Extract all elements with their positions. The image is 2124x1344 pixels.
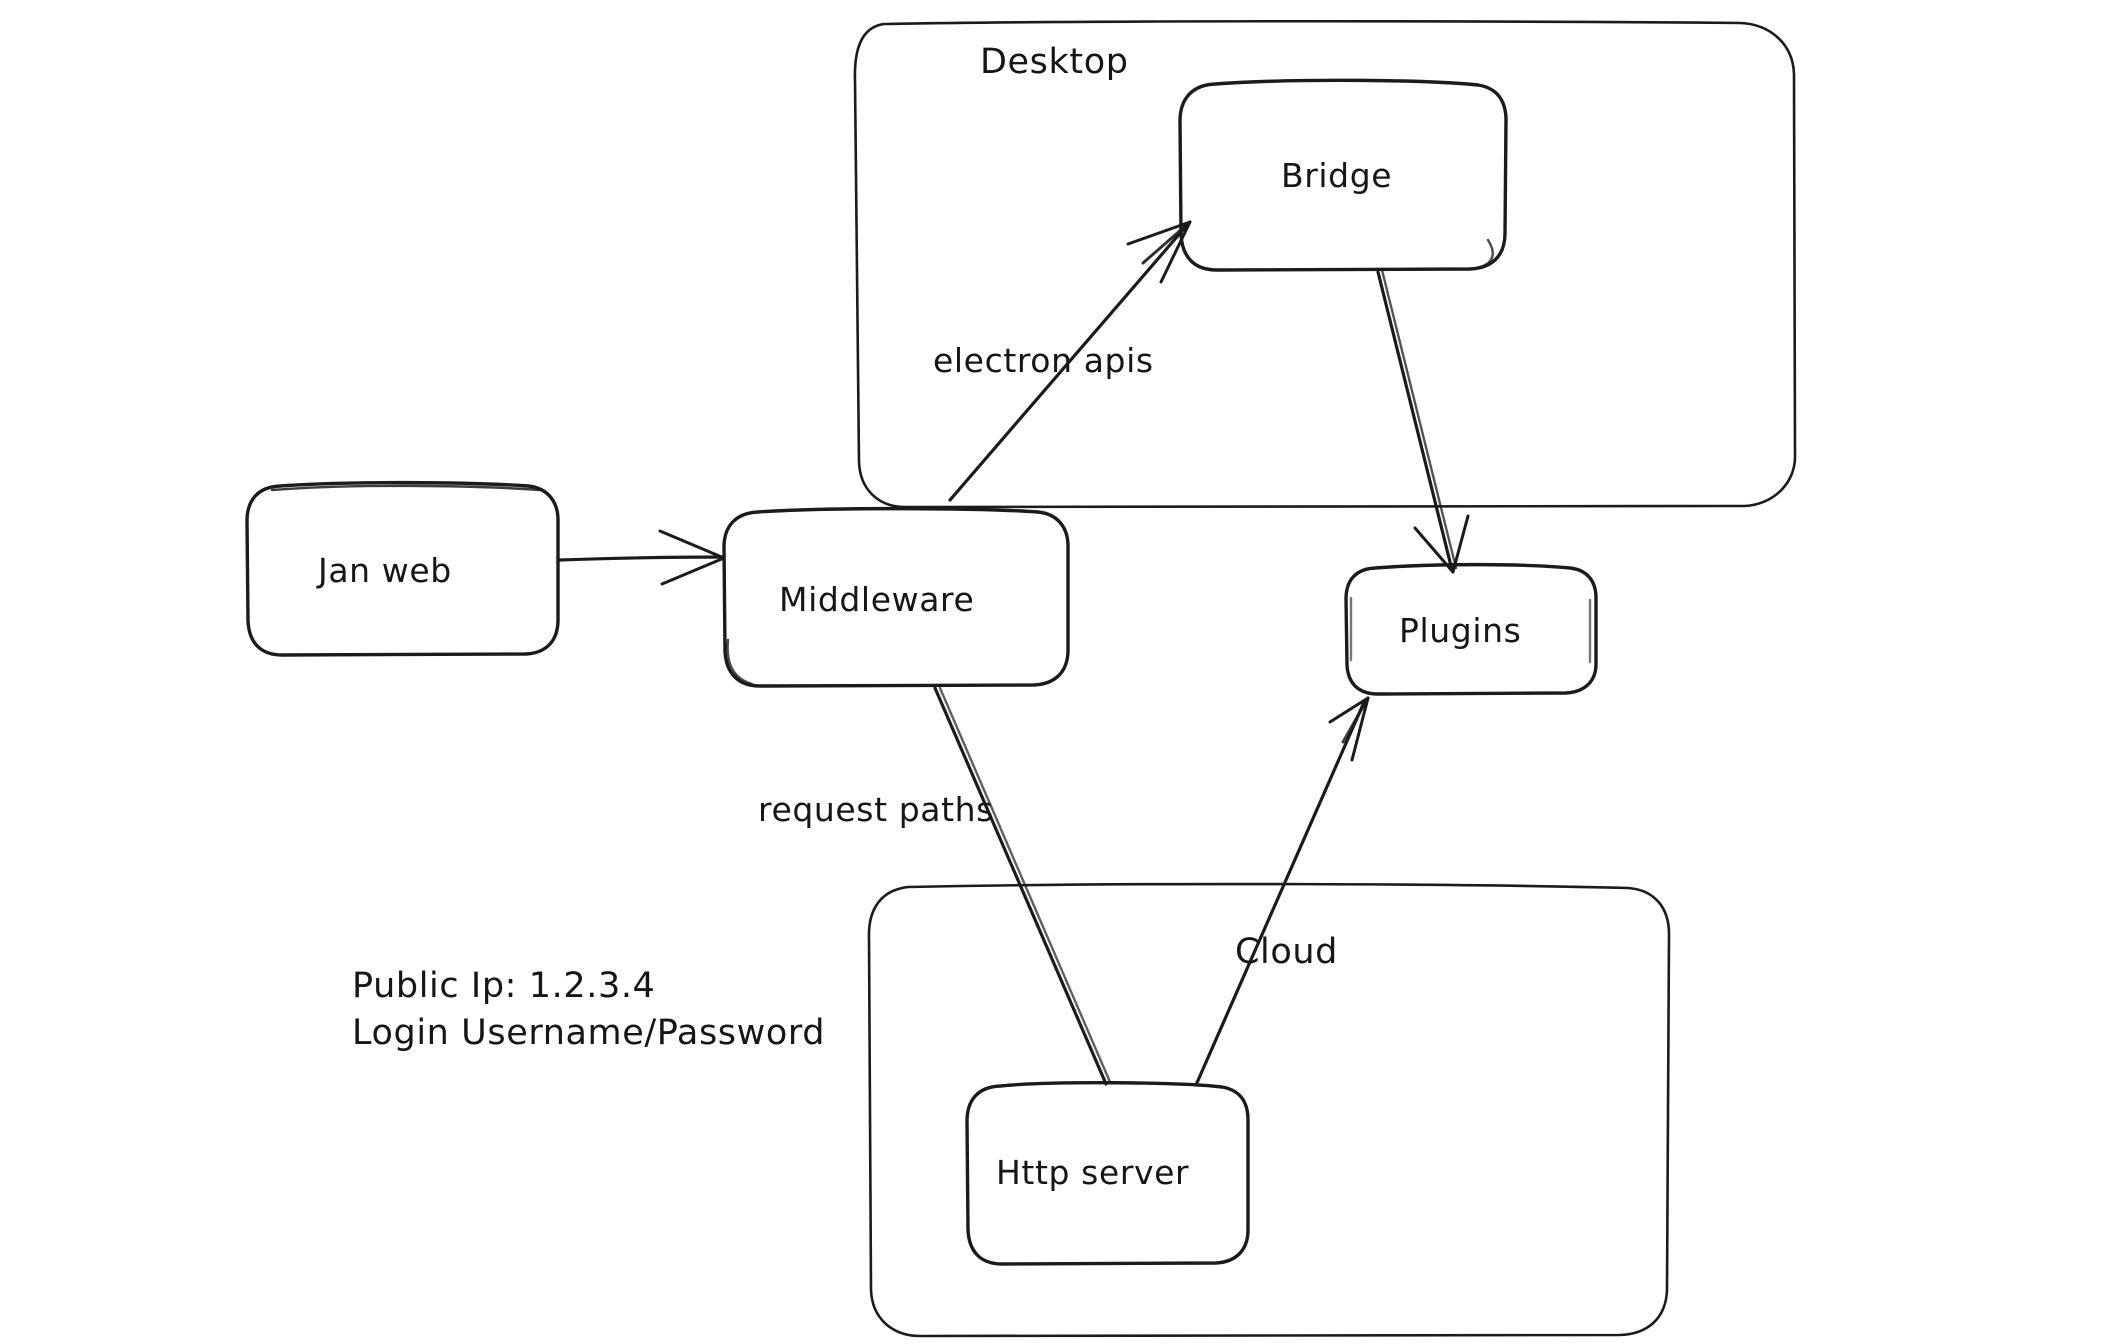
group-label-cloud: Cloud: [1235, 932, 1338, 972]
notes-block: Public Ip: 1.2.3.4 Login Username/Passwo…: [352, 963, 825, 1057]
group-cloud-outline: [867, 882, 1671, 1338]
edge-middleware-to-http-server: [933, 686, 1112, 1086]
node-label-http-server[interactable]: Http server: [996, 1153, 1190, 1192]
edge-label-electron-apis: electron apis: [933, 341, 1154, 380]
node-http-server-outline: [965, 1081, 1250, 1266]
note-login: Login Username/Password: [352, 1012, 826, 1053]
node-bridge-outline: [1178, 78, 1508, 272]
node-label-middleware[interactable]: Middleware: [779, 580, 975, 619]
node-middleware-outline: [722, 506, 1070, 688]
edge-middleware-to-bridge: [948, 220, 1192, 502]
edge-jan-web-to-middleware: [558, 529, 726, 586]
group-label-desktop: Desktop: [980, 42, 1129, 82]
node-label-bridge[interactable]: Bridge: [1281, 156, 1393, 195]
note-public-ip: Public Ip: 1.2.3.4: [352, 966, 656, 1006]
node-label-jan-web[interactable]: Jan web: [318, 551, 452, 590]
group-desktop-outline: [853, 19, 1797, 509]
node-jan-web-outline: [245, 480, 560, 657]
node-label-plugins[interactable]: Plugins: [1399, 611, 1522, 650]
edge-label-request-paths: request paths: [758, 790, 994, 829]
node-plugins-outline: [1344, 562, 1598, 696]
edge-bridge-to-plugins: [1376, 268, 1470, 574]
edge-http-server-to-plugins: [1194, 696, 1370, 1087]
